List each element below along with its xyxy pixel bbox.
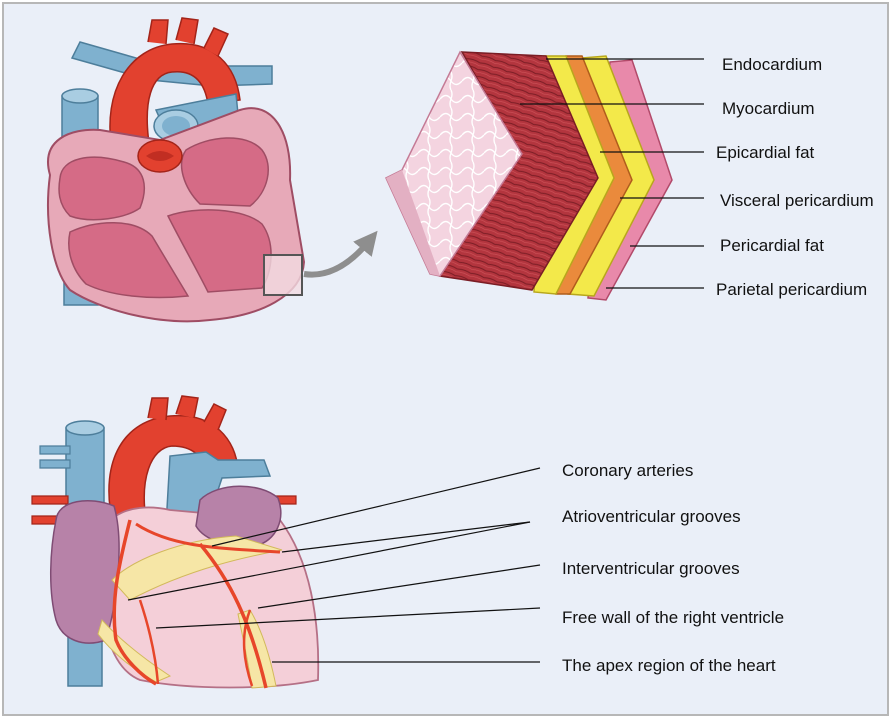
label-interventricular-grooves: Interventricular grooves <box>562 559 740 578</box>
label-free-wall-right-ventricle: Free wall of the right ventricle <box>562 608 784 627</box>
label-apex-region: The apex region of the heart <box>562 656 776 675</box>
zoom-box <box>264 255 302 295</box>
label-endocardium: Endocardium <box>722 55 822 74</box>
label-coronary-arteries: Coronary arteries <box>562 461 693 480</box>
label-myocardium: Myocardium <box>722 99 815 118</box>
label-parietal-pericardium: Parietal pericardium <box>716 280 867 299</box>
label-visceral-pericardium: Visceral pericardium <box>720 191 874 210</box>
label-pericardial-fat: Pericardial fat <box>720 236 824 255</box>
label-atrioventricular-grooves: Atrioventricular grooves <box>562 507 741 526</box>
label-epicardial-fat: Epicardial fat <box>716 143 815 162</box>
